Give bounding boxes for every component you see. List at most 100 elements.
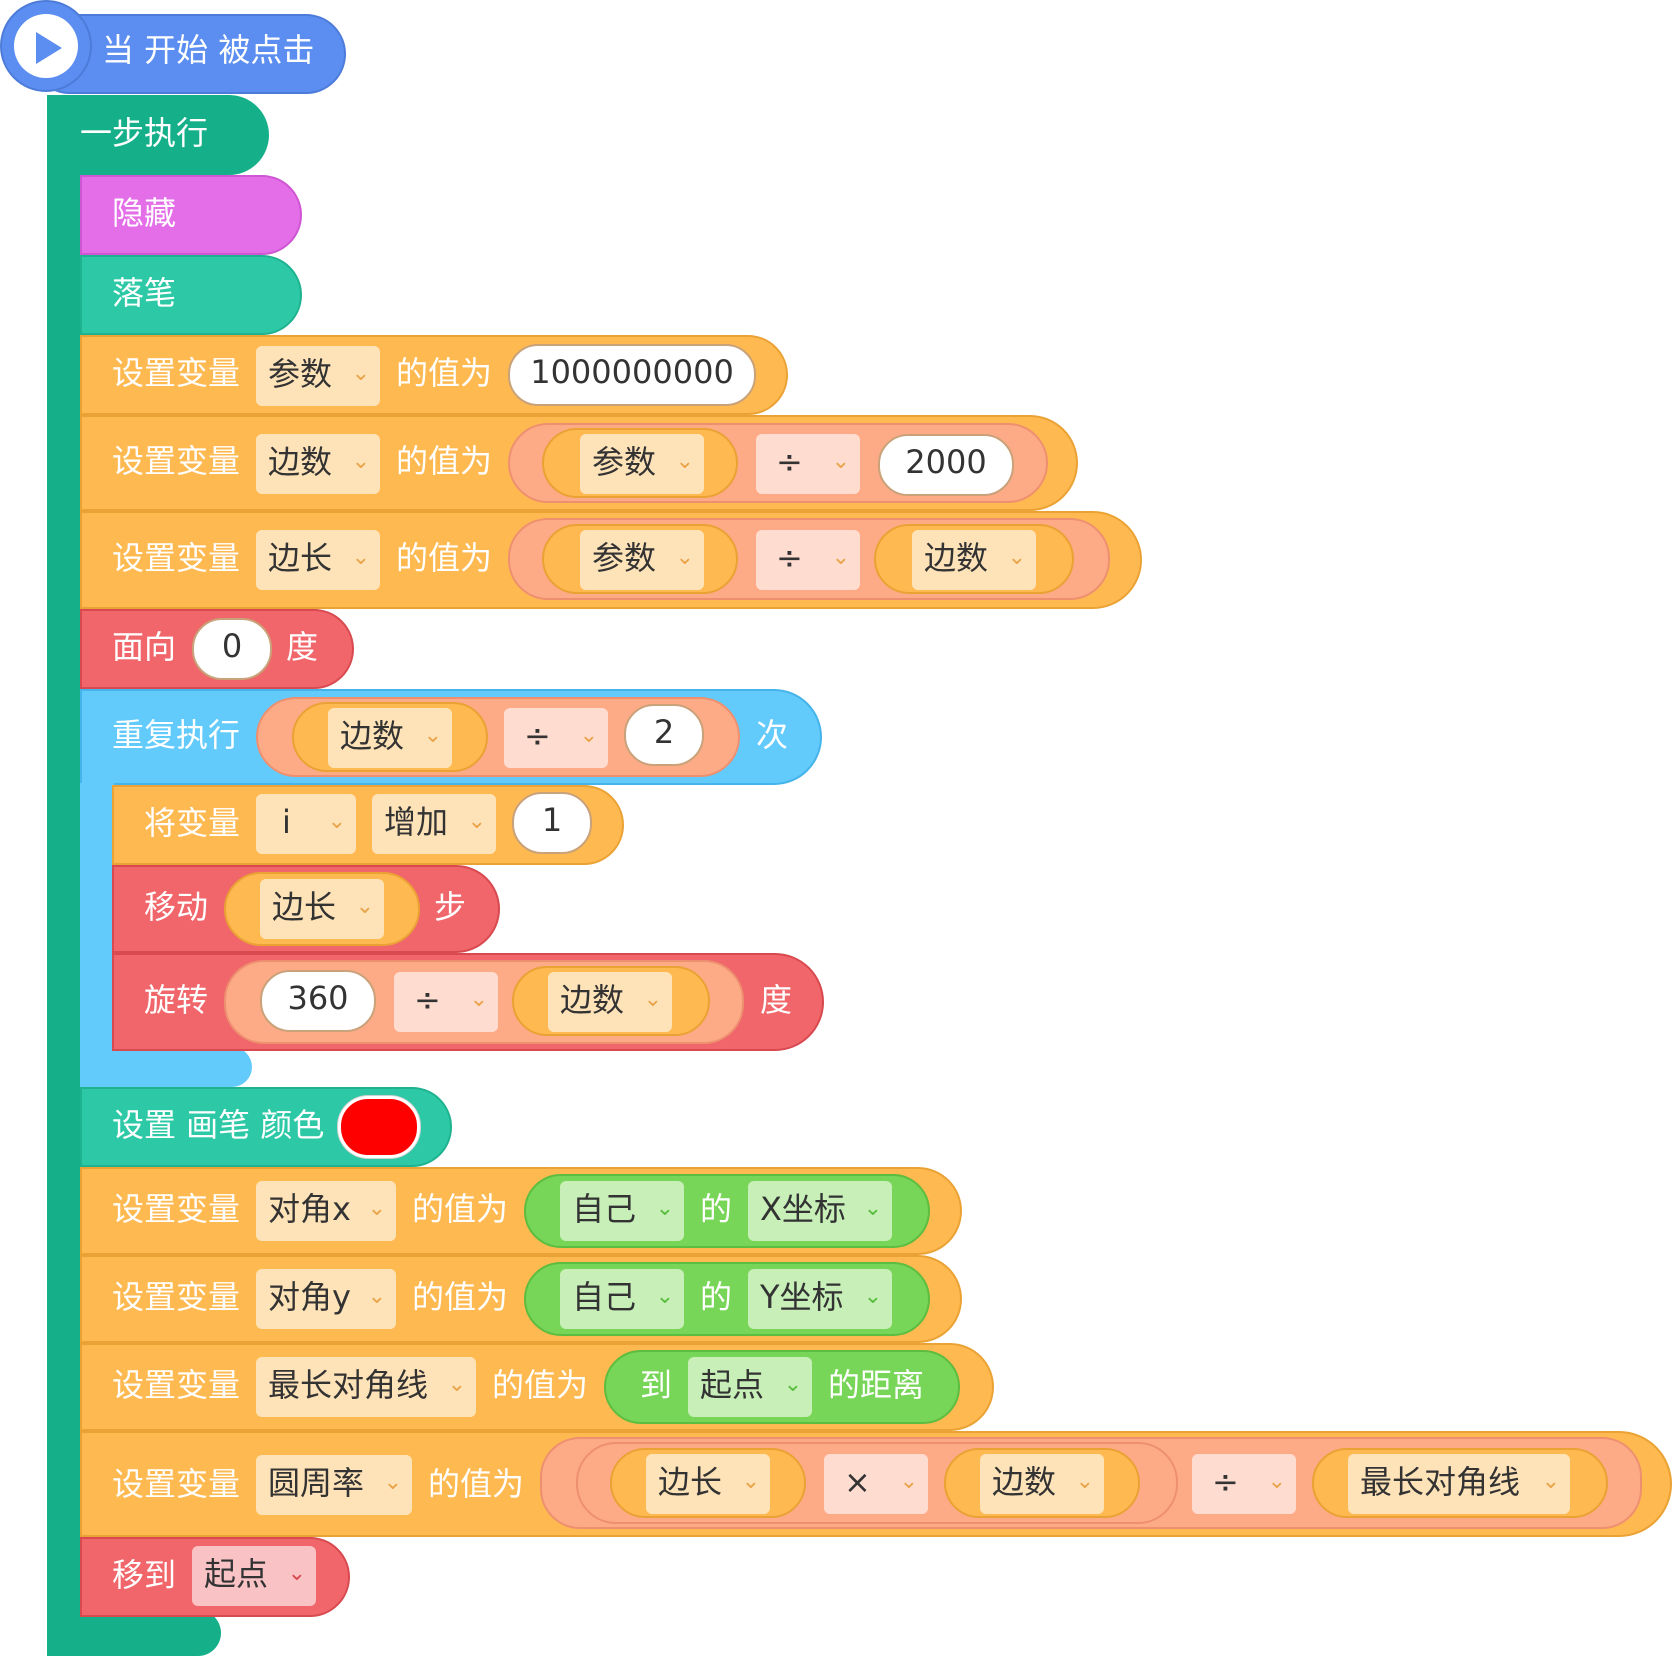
step-block-header[interactable]	[47, 95, 269, 175]
times-label: 次	[756, 716, 789, 754]
value-label: 的值为	[412, 1190, 509, 1228]
chevron-down-icon: ⌄	[863, 1196, 882, 1221]
chevron-down-icon: ⌄	[1075, 1469, 1094, 1494]
point-direction-label: 面向	[112, 628, 177, 666]
repeat-block-footer	[80, 1047, 252, 1087]
target-dropdown[interactable]: 起点 ⌄	[192, 1546, 316, 1606]
property-dropdown[interactable]: Y坐标⌄	[748, 1269, 892, 1329]
var-name: 边数	[560, 981, 625, 1019]
color-swatch[interactable]	[338, 1096, 420, 1158]
value-input[interactable]: 360	[260, 970, 376, 1032]
operator: ×	[844, 1463, 871, 1501]
chevron-down-icon: ⌄	[655, 1284, 674, 1309]
value-input[interactable]: 1	[512, 792, 592, 854]
var-name: 边数	[992, 1463, 1057, 1501]
chevron-down-icon: ⌄	[579, 723, 598, 748]
object-dropdown[interactable]: 自己⌄	[560, 1269, 684, 1329]
value-input[interactable]: 1000000000	[508, 344, 756, 406]
var-dropdown[interactable]: 边长⌄	[260, 879, 384, 939]
chevron-down-icon: ⌄	[423, 723, 442, 748]
var-dropdown[interactable]: 边数 ⌄	[912, 530, 1036, 590]
target-dropdown[interactable]: 起点⌄	[688, 1357, 812, 1417]
var-dropdown[interactable]: 参数⌄	[580, 434, 704, 494]
steps-label: 步	[434, 888, 467, 926]
operator-dropdown[interactable]: ÷⌄	[756, 434, 860, 494]
var-dropdown[interactable]: 边数 ⌄	[328, 708, 452, 768]
property-dropdown[interactable]: X坐标 ⌄	[748, 1181, 892, 1241]
pen-down-block[interactable]	[80, 255, 302, 335]
repeat-label: 重复执行	[112, 716, 241, 754]
operator: ÷	[776, 443, 803, 481]
hide-label: 隐藏	[112, 194, 177, 232]
var-name: 对角y	[268, 1278, 351, 1316]
chevron-down-icon: ⌄	[367, 1284, 386, 1309]
chevron-down-icon: ⌄	[287, 1561, 306, 1586]
chevron-down-icon: ⌄	[351, 361, 370, 386]
var-dropdown[interactable]: 最长对角线⌄	[1348, 1454, 1570, 1514]
chevron-down-icon: ⌄	[447, 1372, 466, 1397]
chevron-down-icon: ⌄	[783, 1372, 802, 1397]
step-block-spine	[47, 95, 81, 1656]
var-dropdown[interactable]: 边数 ⌄	[256, 434, 380, 494]
var-name: 边长	[268, 539, 333, 577]
var-dropdown[interactable]: 参数⌄	[580, 530, 704, 590]
target-name: 起点	[204, 1555, 269, 1593]
set-pen-color-label: 设置 画笔 颜色	[112, 1106, 325, 1144]
play-icon[interactable]	[0, 0, 92, 92]
set-var-label: 设置变量	[112, 1278, 241, 1316]
chevron-down-icon: ⌄	[469, 987, 488, 1012]
pen-down-label: 落笔	[112, 274, 177, 312]
chevron-down-icon: ⌄	[1007, 545, 1026, 570]
times-input[interactable]: 2	[624, 704, 704, 766]
value-label: 的值为	[396, 354, 493, 392]
var-name: 边数	[340, 717, 405, 755]
object-name: 自己	[572, 1190, 637, 1228]
change-var-label: 将变量	[144, 804, 241, 842]
operator-dropdown[interactable]: ÷⌄	[756, 530, 860, 590]
hide-block[interactable]	[80, 175, 302, 255]
set-var-label: 设置变量	[112, 354, 241, 392]
chevron-down-icon: ⌄	[831, 545, 850, 570]
var-dropdown[interactable]: 最长对角线⌄	[256, 1357, 476, 1417]
var-name: 边长	[272, 888, 337, 926]
hat-label: 当 开始 被点击	[102, 31, 315, 69]
var-name: 参数	[592, 443, 657, 481]
var-name: 圆周率	[268, 1464, 365, 1502]
set-var-label: 设置变量	[112, 1190, 241, 1228]
operator: ÷	[776, 539, 803, 577]
value-label: 的值为	[396, 539, 493, 577]
operator-dropdown[interactable]: ÷⌄	[504, 708, 608, 768]
var-dropdown[interactable]: 对角x⌄	[256, 1181, 396, 1241]
property-name: X坐标	[760, 1190, 846, 1228]
of-label: 的	[700, 1190, 733, 1228]
value-label: 的值为	[396, 442, 493, 480]
value-label: 的值为	[492, 1366, 589, 1404]
var-dropdown[interactable]: i⌄	[256, 794, 356, 854]
chevron-down-icon: ⌄	[351, 449, 370, 474]
chevron-down-icon: ⌄	[1541, 1469, 1560, 1494]
var-dropdown[interactable]: 圆周率⌄	[256, 1455, 412, 1515]
var-dropdown[interactable]: 边数 ⌄	[548, 972, 672, 1032]
operator-dropdown[interactable]: ÷⌄	[394, 972, 498, 1032]
chevron-down-icon: ⌄	[643, 987, 662, 1012]
var-name: 边数	[268, 443, 333, 481]
var-dropdown[interactable]: 参数 ⌄	[256, 346, 380, 406]
direction-input[interactable]: 0	[192, 618, 272, 680]
chevron-down-icon: ⌄	[675, 545, 694, 570]
action-dropdown[interactable]: 增加⌄	[372, 794, 496, 854]
operator-dropdown[interactable]: ×⌄	[824, 1454, 928, 1514]
var-dropdown[interactable]: 对角y ⌄	[256, 1269, 396, 1329]
var-dropdown[interactable]: 边长⌄	[256, 530, 380, 590]
step-label: 一步执行	[80, 114, 209, 152]
var-name: 参数	[268, 355, 333, 393]
degree-label: 度	[760, 981, 793, 1019]
var-dropdown[interactable]: 边长⌄	[646, 1454, 770, 1514]
object-dropdown[interactable]: 自己⌄	[560, 1181, 684, 1241]
operator-dropdown[interactable]: ÷⌄	[1192, 1454, 1296, 1514]
set-var-label: 设置变量	[112, 1366, 241, 1404]
value-label: 的值为	[428, 1465, 525, 1503]
var-name: 边数	[924, 539, 989, 577]
to-label: 到	[640, 1366, 673, 1404]
var-dropdown[interactable]: 边数 ⌄	[980, 1454, 1104, 1514]
value-input[interactable]: 2000	[878, 434, 1014, 496]
